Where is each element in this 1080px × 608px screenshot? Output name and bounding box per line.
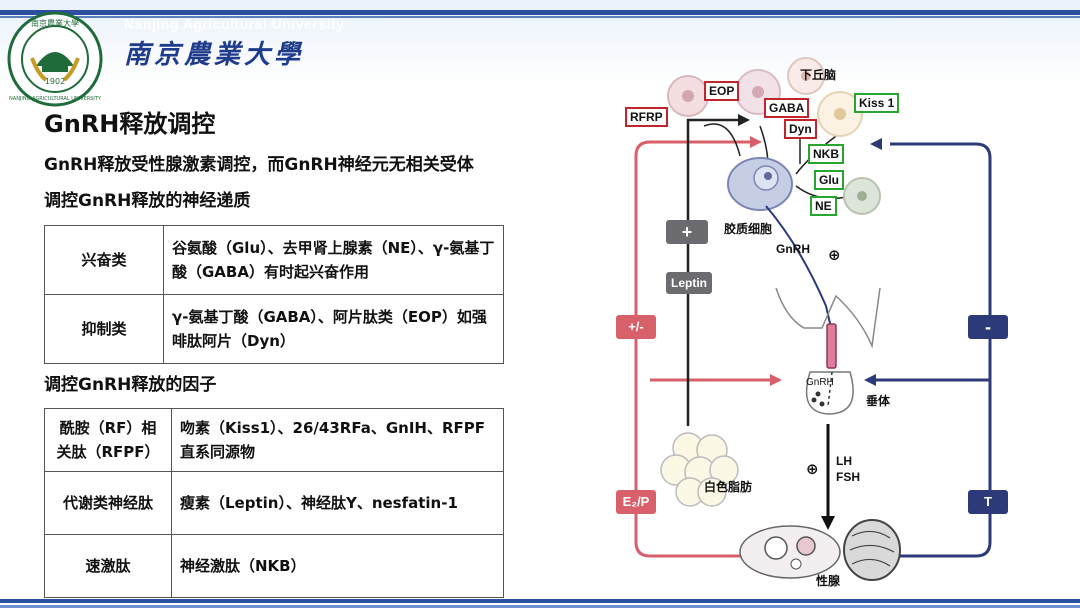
table-cell-description: 神经激肽（NKB） bbox=[171, 534, 504, 598]
arrowhead-red-pituitary bbox=[770, 374, 782, 386]
table-cell-category: 抑制类 bbox=[44, 294, 164, 364]
stimulatory-sign: ⊕ bbox=[828, 246, 841, 264]
box-glu: Glu bbox=[814, 170, 844, 190]
neuron-nucleus bbox=[752, 86, 764, 98]
label-gonad: 性腺 bbox=[816, 574, 841, 588]
table-cell-category: 兴奋类 bbox=[44, 225, 164, 295]
neuron-nucleus bbox=[857, 191, 867, 201]
table-cell-description: 谷氨酸（Glu）、去甲肾上腺素（NE）、γ-氨基丁酸（GABA）有时起兴奋作用 bbox=[163, 225, 504, 295]
plus-minus-pill: +/- bbox=[616, 315, 656, 339]
table-row: 速激肽 神经激肽（NKB） bbox=[44, 534, 504, 598]
arrowhead-red-hypothalamus bbox=[750, 136, 762, 148]
label-gnrh: GnRH bbox=[776, 242, 810, 256]
label-adipose: 白色脂肪 bbox=[704, 480, 753, 494]
feedback-loop-navy bbox=[890, 142, 992, 558]
table-cell-description: 瘦素（Leptin）、神经肽Y、nesfatin-1 bbox=[171, 471, 504, 535]
gnrh-neuron-nucleolus bbox=[764, 172, 772, 180]
hpg-axis-diagram: RFRP EOP GABA Dyn Kiss 1 NKB Glu NE 下丘脑 … bbox=[600, 56, 1070, 600]
stimulatory-pill: + bbox=[666, 220, 708, 244]
table-cell-description: γ-氨基丁酸（GABA）、阿片肽类（EOP）如强啡肽阿片（Dyn） bbox=[163, 294, 504, 364]
label-lh: LH bbox=[836, 454, 852, 468]
hormone-granule bbox=[811, 397, 817, 403]
ovary bbox=[739, 525, 841, 579]
leptin-pathway bbox=[686, 118, 740, 426]
ovarian-follicle bbox=[764, 536, 788, 560]
footer-rule-thin bbox=[0, 605, 1080, 608]
box-ne: NE bbox=[810, 196, 837, 216]
gnrh-axon bbox=[765, 205, 833, 333]
testosterone-pill: T bbox=[968, 490, 1008, 514]
ovarian-follicle bbox=[796, 536, 816, 556]
subtitle-neurotransmitters: 调控GnRH释放的神经递质 bbox=[44, 191, 251, 211]
box-gaba: GABA bbox=[764, 98, 810, 118]
table-row: 酰胺（RF）相关肽（RFPF） 吻素（Kiss1）、26/43RFa、GnIH、… bbox=[44, 408, 504, 472]
arrowhead-leptin bbox=[738, 114, 750, 126]
adipocyte bbox=[697, 477, 727, 507]
factor-table: 酰胺（RF）相关肽（RFPF） 吻素（Kiss1）、26/43RFa、GnIH、… bbox=[44, 408, 504, 598]
header-rule bbox=[0, 10, 1080, 15]
neuron-nucleus bbox=[834, 108, 846, 120]
subtitle-factors: 调控GnRH释放的因子 bbox=[44, 375, 217, 395]
logo-year: 1902 bbox=[45, 77, 65, 86]
feedback-loop-red bbox=[634, 140, 755, 558]
table-cell-category: 代谢类神经肽 bbox=[44, 471, 172, 535]
seminiferous-tubules bbox=[849, 530, 895, 567]
rfrp-axon bbox=[703, 123, 741, 157]
box-kiss1: Kiss 1 bbox=[854, 93, 900, 113]
e2p-pill: E₂/P bbox=[616, 490, 656, 514]
neuron-nucleus bbox=[682, 90, 694, 102]
neurotransmitter-table: 兴奋类 谷氨酸（Glu）、去甲肾上腺素（NE）、γ-氨基丁酸（GABA）有时起兴… bbox=[44, 225, 504, 364]
box-nkb: NKB bbox=[808, 144, 844, 164]
label-pituitary: 垂体 bbox=[866, 394, 891, 408]
label-gnrh-pituitary: GnRH bbox=[806, 377, 834, 388]
university-name-cn: 南京農業大學 bbox=[124, 40, 305, 70]
table-cell-category: 酰胺（RF）相关肽（RFPF） bbox=[44, 408, 172, 472]
logo-cn-text: 南京農業大學 bbox=[31, 18, 79, 28]
table-row: 抑制类 γ-氨基丁酸（GABA）、阿片肽类（EOP）如强啡肽阿片（Dyn） bbox=[44, 294, 504, 364]
box-rfrp: RFRP bbox=[625, 107, 668, 127]
pituitary-gland bbox=[805, 371, 854, 415]
table-row: 兴奋类 谷氨酸（Glu）、去甲肾上腺素（NE）、γ-氨基丁酸（GABA）有时起兴… bbox=[44, 225, 504, 295]
leptin-pill: Leptin bbox=[666, 272, 712, 294]
header-rule-thin bbox=[0, 16, 1080, 18]
box-dyn: Dyn bbox=[784, 119, 817, 139]
arrowhead-navy-pituitary bbox=[864, 374, 876, 386]
stimulatory-sign-lh: ⊕ bbox=[806, 460, 819, 478]
table-cell-description: 吻素（Kiss1）、26/43RFa、GnIH、RFPF直系同源物 bbox=[171, 408, 504, 472]
slide-title: GnRH释放调控 bbox=[44, 110, 216, 138]
median-eminence bbox=[775, 287, 881, 349]
table-row: 代谢类神经肽 瘦素（Leptin）、神经肽Y、nesfatin-1 bbox=[44, 471, 504, 535]
hormone-granule bbox=[819, 401, 825, 407]
hormone-granule bbox=[815, 391, 821, 397]
label-fsh: FSH bbox=[836, 470, 860, 484]
portal-vessel bbox=[826, 323, 837, 369]
footer-rule bbox=[0, 599, 1080, 603]
table-cell-category: 速激肽 bbox=[44, 534, 172, 598]
ovarian-follicle bbox=[790, 558, 802, 570]
minus-pill: - bbox=[968, 315, 1008, 339]
university-logo: 1902 南京農業大學 NANJING AGRICULTURAL UNIVERS… bbox=[7, 11, 103, 107]
testis bbox=[843, 519, 901, 581]
box-eop: EOP bbox=[704, 81, 740, 101]
arrowhead-lh-fsh bbox=[821, 516, 835, 530]
neuron-nucleus bbox=[801, 71, 811, 81]
logo-ring-text: NANJING AGRICULTURAL UNIVERSITY bbox=[9, 96, 102, 102]
label-glial-cell: 胶质细胞 bbox=[724, 222, 773, 236]
subtitle-gonadal-regulation: GnRH释放受性腺激素调控，而GnRH神经元无相关受体 bbox=[44, 155, 474, 175]
label-hypothalamus: 下丘脑 bbox=[800, 68, 837, 82]
university-name-en: Nanjing Agricultural University bbox=[124, 16, 345, 32]
arrowhead-navy-hypothalamus bbox=[870, 138, 882, 150]
